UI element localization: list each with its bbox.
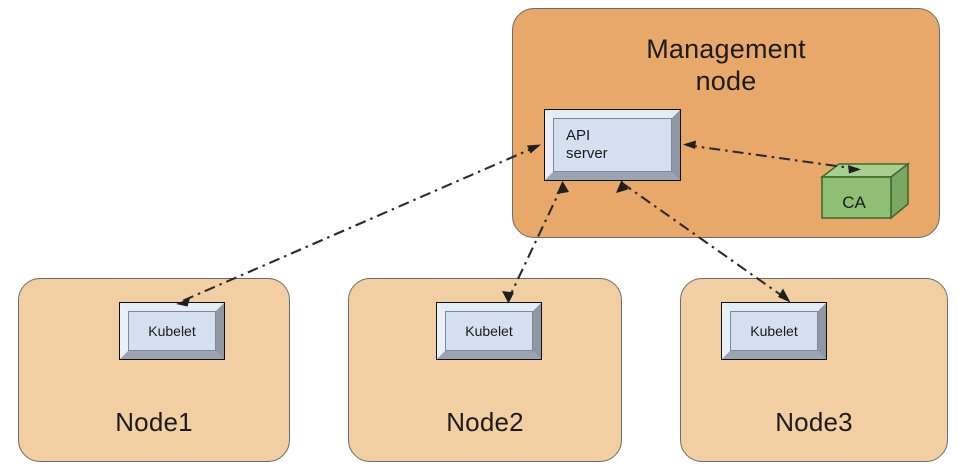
kubelet-box-1[interactable]: Kubelet — [119, 302, 225, 360]
node-group-1[interactable]: Kubelet Node1 — [18, 278, 290, 462]
api-server-box[interactable]: API server — [544, 109, 681, 181]
kubelet-inner-3: Kubelet — [730, 311, 818, 351]
kubelet-box-3[interactable]: Kubelet — [721, 302, 827, 360]
kubelet-inner-2: Kubelet — [445, 311, 533, 351]
ca-front-face — [821, 176, 892, 219]
node-group-3[interactable]: Kubelet Node3 — [680, 278, 948, 462]
node-title-2: Node2 — [446, 407, 524, 437]
kubelet-label-1: Kubelet — [148, 323, 196, 339]
management-node-group[interactable]: Management node API server CA — [512, 8, 940, 238]
kubelet-label-3: Kubelet — [750, 323, 798, 339]
management-node-title: Management node — [513, 33, 939, 97]
node-group-2[interactable]: Kubelet Node2 — [348, 278, 622, 462]
kubelet-bevel-frame-2 — [437, 303, 541, 359]
management-node-title-line1: Management — [646, 34, 806, 64]
kubelet-label-2: Kubelet — [465, 323, 513, 339]
api-server-label-line1: API — [566, 127, 591, 144]
api-server-label-line2: server — [566, 145, 608, 162]
kubelet-bevel-frame-1 — [120, 303, 224, 359]
management-node-title-line2: node — [695, 66, 757, 96]
node-title-3: Node3 — [775, 407, 853, 437]
ca-cuboid-shape — [819, 162, 911, 220]
kubelet-box-2[interactable]: Kubelet — [436, 302, 542, 360]
api-server-inner: API server — [553, 118, 672, 172]
api-server-bevel-frame — [545, 110, 680, 180]
ca-box[interactable]: CA — [819, 161, 911, 223]
kubelet-inner-1: Kubelet — [128, 311, 216, 351]
ca-label: CA — [842, 193, 866, 212]
node-title-1: Node1 — [115, 407, 193, 437]
kubelet-bevel-frame-3 — [722, 303, 826, 359]
